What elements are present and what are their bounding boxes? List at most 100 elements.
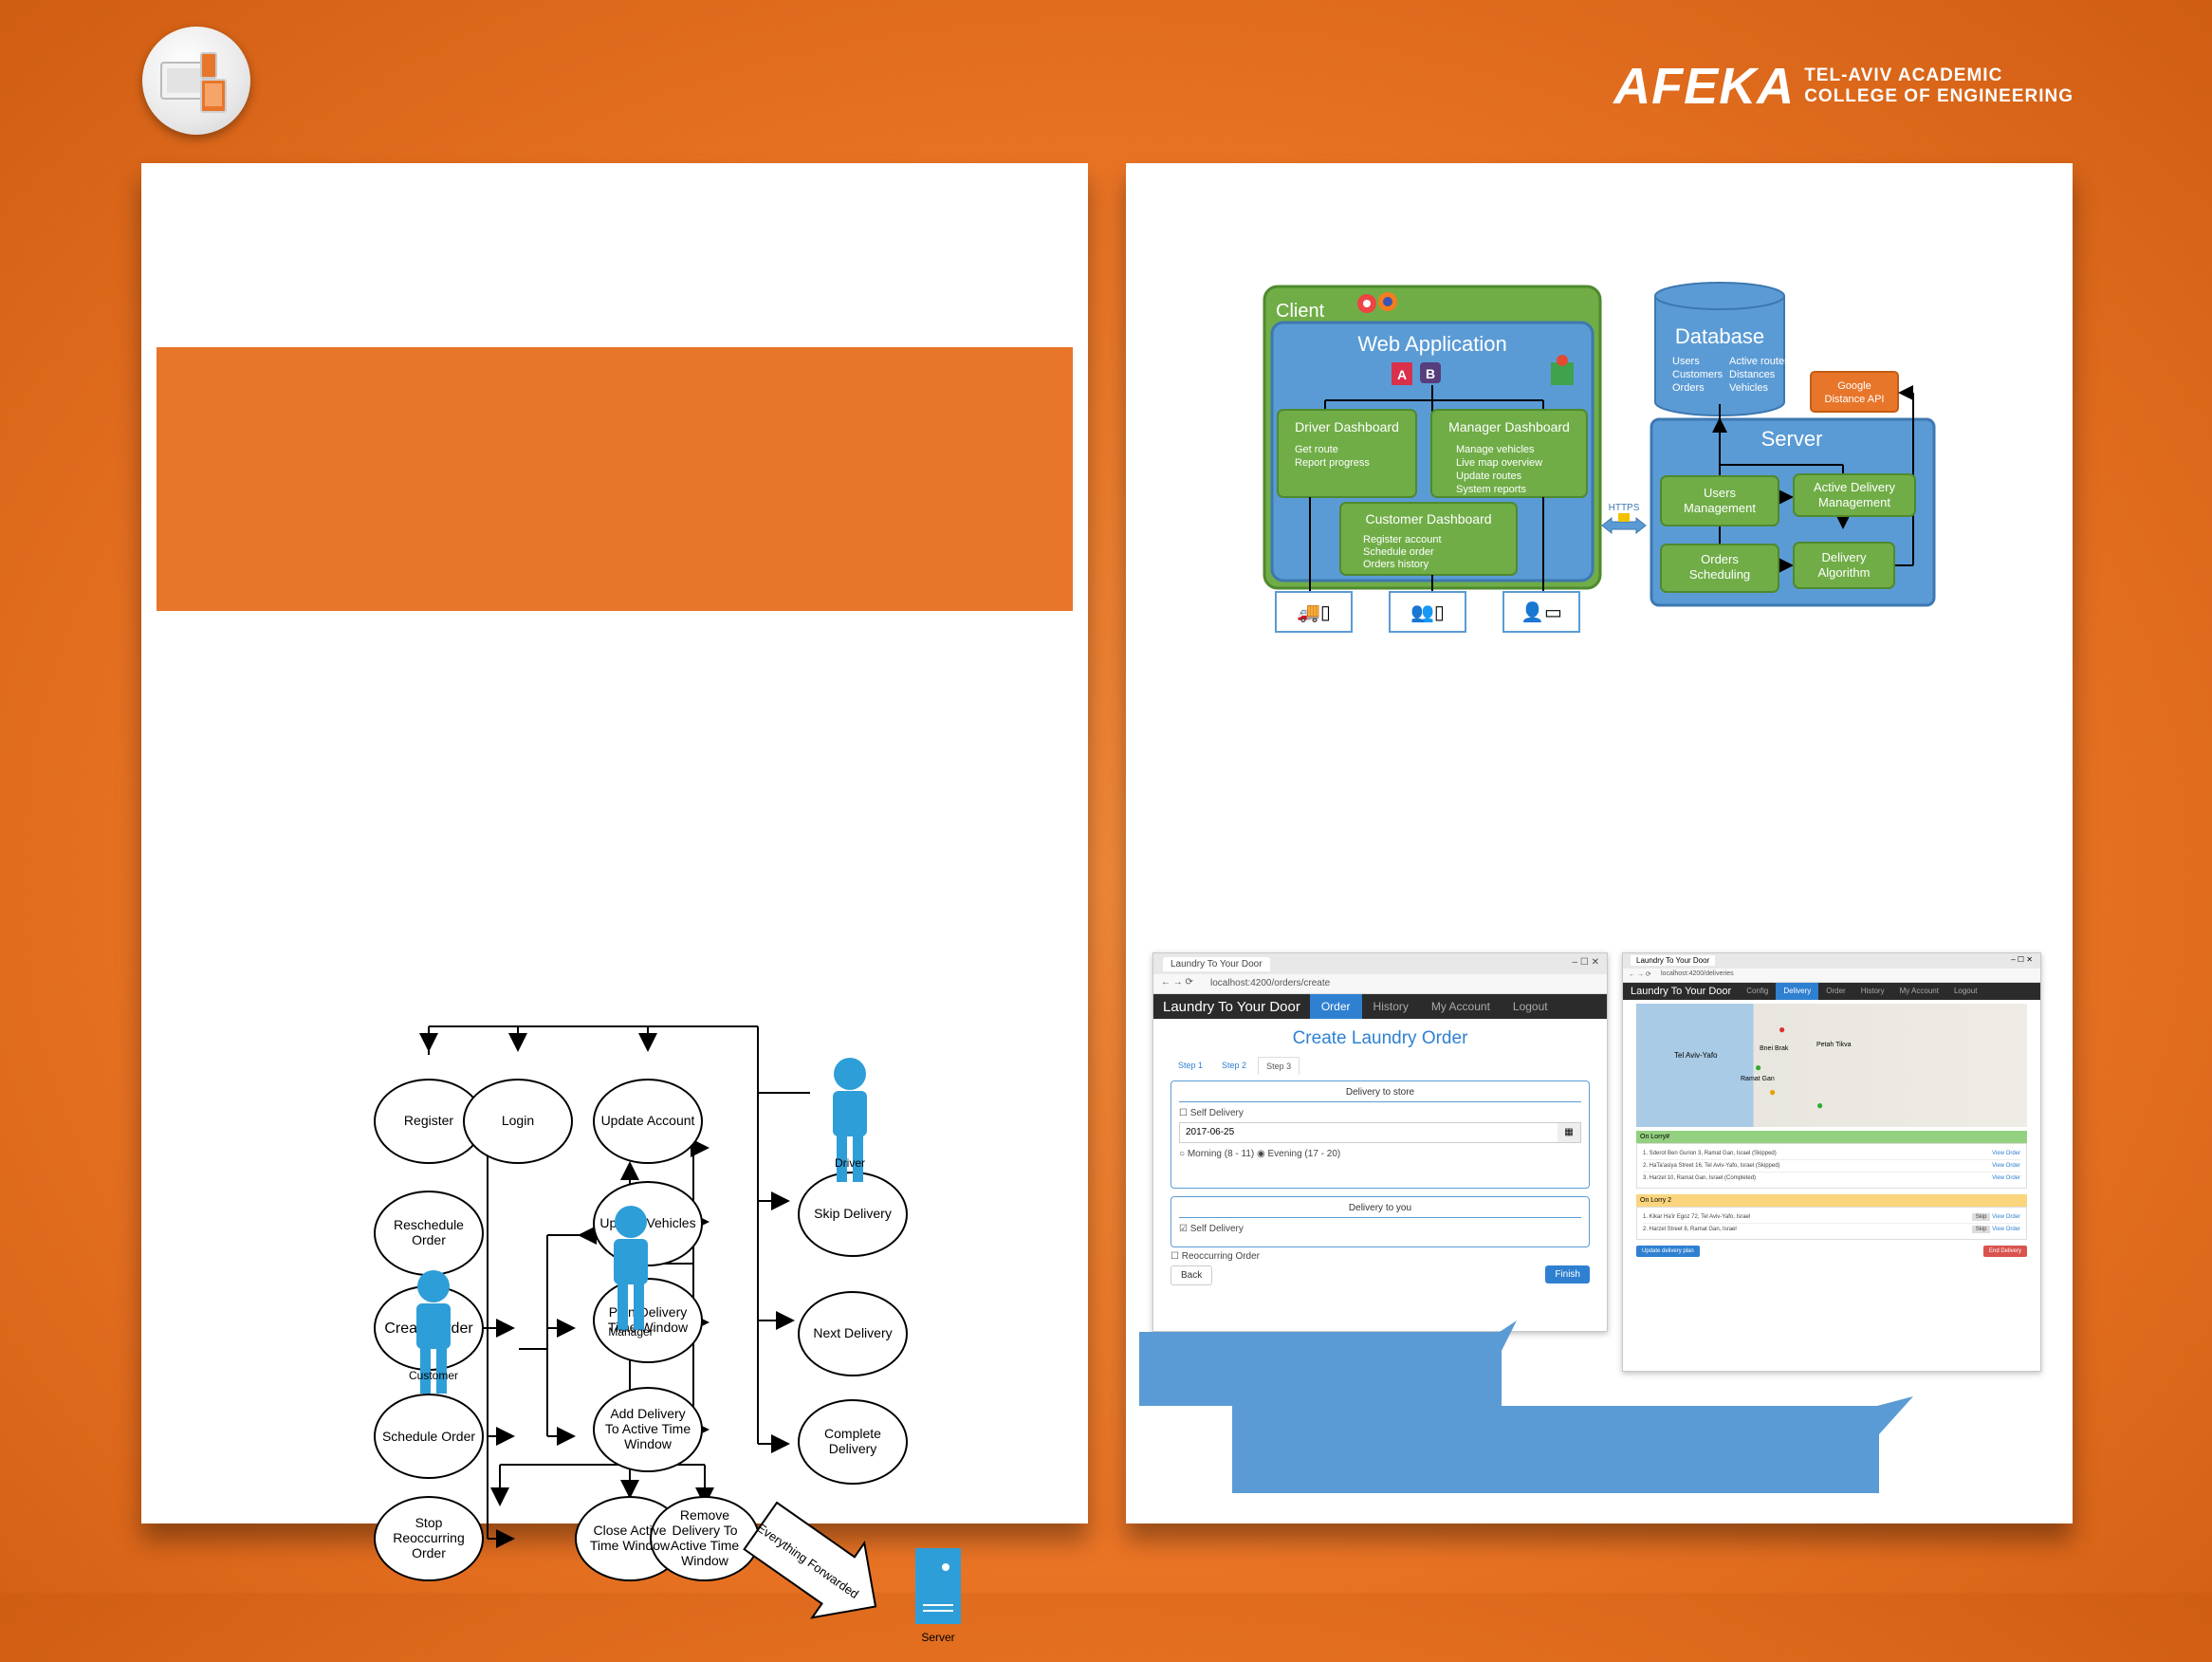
update-plan-button[interactable]: Update delivery plan xyxy=(1636,1246,1700,1257)
uc-update-account-label: Update Account xyxy=(601,1113,695,1128)
uc-add-l2: To Active Time xyxy=(605,1421,691,1436)
nav-arrows-icon[interactable]: ← → ⟳ xyxy=(1629,971,1651,978)
nav-logout[interactable]: Logout xyxy=(1512,1000,1548,1013)
nav-order[interactable]: Order xyxy=(1309,994,1362,1019)
nav-history[interactable]: History xyxy=(1373,1000,1409,1013)
title-block xyxy=(157,347,1073,611)
delivery-alg-l2: Algorithm xyxy=(1818,565,1871,580)
uc-remove-l1: Remove xyxy=(680,1507,729,1523)
nav-logout[interactable]: Logout xyxy=(1953,987,1978,995)
map-pin-icon[interactable]: ● xyxy=(1816,1099,1824,1112)
self-delivery-checkbox[interactable]: ☐ xyxy=(1179,1108,1188,1118)
map-label: Tel Aviv-Yafo xyxy=(1674,1051,1718,1060)
nav-my-account[interactable]: My Account xyxy=(1430,1000,1490,1013)
right-panel: Client Web Application A B Driver Dashbo… xyxy=(1126,163,2073,1524)
server-label: Server xyxy=(921,1631,954,1644)
reoccurring-checkbox[interactable]: ☐ xyxy=(1171,1251,1179,1262)
back-button[interactable]: Back xyxy=(1171,1265,1213,1285)
lorry2-list: 1. Kikar Ha'ir Egoz 72, Tel Aviv-Yafo, I… xyxy=(1636,1207,2027,1240)
manager-dashboard xyxy=(1430,409,1588,498)
step-3-tab[interactable]: Step 3 xyxy=(1258,1057,1300,1075)
calendar-icon[interactable]: ▦ xyxy=(1558,1123,1580,1142)
view-order-link[interactable]: View Order xyxy=(1992,1175,2020,1181)
view-order-link[interactable]: View Order xyxy=(1992,1163,2020,1169)
nav-arrows-icon[interactable]: ← → ⟳ xyxy=(1161,977,1193,988)
step-1-tab[interactable]: Step 1 xyxy=(1178,1061,1204,1070)
customer-dash-item: Orders history xyxy=(1363,559,1429,570)
finish-button[interactable]: Finish xyxy=(1545,1265,1590,1283)
view-order-link[interactable]: View Order xyxy=(1992,1151,2020,1156)
uc-stop-l3: Order xyxy=(412,1545,446,1560)
map-pin-icon[interactable]: ● xyxy=(1769,1085,1777,1099)
lorry2-header: On Lorry 2 xyxy=(1636,1194,2027,1207)
url-field[interactable]: localhost:4200/orders/create xyxy=(1210,978,1331,988)
uc-next-delivery-label: Next Delivery xyxy=(813,1325,892,1340)
end-delivery-button[interactable]: End Delivery xyxy=(1982,1246,2027,1257)
server-label: Server xyxy=(1761,427,1823,451)
truck-icon: 🚚▯ xyxy=(1297,602,1331,623)
google-api-l2: Distance API xyxy=(1825,394,1885,405)
time-options: Morning (8 - 11) ◉ Evening (17 - 20) xyxy=(1187,1149,1341,1159)
browser-tab[interactable]: Laundry To Your Door xyxy=(1631,955,1716,966)
orders-scheduling xyxy=(1660,544,1779,593)
view-order-link[interactable]: View Order xyxy=(1992,1214,2020,1220)
date-input[interactable]: 2017-06-25 ▦ xyxy=(1179,1122,1581,1143)
server-icon xyxy=(915,1548,961,1624)
db-field: Vehicles xyxy=(1729,382,1768,394)
orders-sched-l1: Orders xyxy=(1701,552,1739,566)
uc-plan-l1: Plan Delivery xyxy=(609,1304,687,1320)
nav-history[interactable]: History xyxy=(1860,987,1885,995)
nav-my-account[interactable]: My Account xyxy=(1899,987,1939,995)
nav-config[interactable]: Config xyxy=(1746,987,1769,995)
customer-actor-icon xyxy=(416,1270,451,1394)
svg-text:A: A xyxy=(1397,367,1407,382)
uc-login-label: Login xyxy=(502,1113,534,1128)
uc-update-vehicles-label: Update Vehicles xyxy=(599,1215,695,1230)
skip-button[interactable]: Skip xyxy=(1971,1226,1991,1233)
delivery-alg-l1: Delivery xyxy=(1822,550,1867,564)
orders-sched-l2: Scheduling xyxy=(1689,567,1750,582)
uc-add-l3: Window xyxy=(624,1436,673,1451)
db-field: Users xyxy=(1672,356,1700,367)
nav-delivery[interactable]: Delivery xyxy=(1776,983,1819,1000)
customer-dash-item: Register account xyxy=(1363,534,1442,545)
app-navbar: Laundry To Your Door Config Delivery Ord… xyxy=(1623,983,2040,1000)
uc-complete-l1: Complete xyxy=(824,1426,881,1441)
callout-bubble-2 xyxy=(1232,1396,1913,1493)
you-section: Delivery to you ☑ Self Delivery xyxy=(1171,1196,1590,1247)
browser-tab[interactable]: Laundry To Your Door xyxy=(1163,957,1270,971)
db-field: Customers xyxy=(1672,369,1724,380)
customer-dash-title: Customer Dashboard xyxy=(1365,511,1491,526)
map-pin-icon[interactable]: ● xyxy=(1779,1023,1786,1036)
users-mgmt-l2: Management xyxy=(1684,501,1756,515)
time-radio[interactable]: ○ xyxy=(1179,1149,1186,1159)
window-controls-icon[interactable]: ‒ ☐ ✕ xyxy=(2011,955,2033,964)
delivery-algorithm xyxy=(1793,542,1895,589)
list-item: 1. Kikar Ha'ir Egoz 72, Tel Aviv-Yafo, I… xyxy=(1643,1214,1751,1220)
skip-button[interactable]: Skip xyxy=(1971,1213,1991,1221)
uc-remove-l4: Window xyxy=(681,1553,729,1568)
google-api-l1: Google xyxy=(1837,380,1871,392)
list-item: 3. Harzel 10, Ramat Gan, Israel (Complet… xyxy=(1643,1175,1757,1181)
self-delivery-label: Self Delivery xyxy=(1189,1108,1244,1118)
https-label: HTTPS xyxy=(1609,503,1640,513)
uc-add-delivery xyxy=(593,1387,703,1472)
uc-schedule-order xyxy=(374,1394,484,1479)
users-mgmt-l1: Users xyxy=(1704,486,1736,500)
self-delivery-checked-checkbox[interactable]: ☑ xyxy=(1179,1224,1188,1234)
users-icon: 👥▯ xyxy=(1410,602,1445,623)
nav-order[interactable]: Order xyxy=(1826,987,1846,995)
brand-mark: AFEKA xyxy=(1613,58,1796,115)
web-app-label: Web Application xyxy=(1357,332,1506,356)
database-label: Database xyxy=(1675,324,1764,348)
uc-stop-l1: Stop xyxy=(415,1515,443,1530)
delivery-map[interactable]: Tel Aviv-Yafo Petah Tikva Bnei Brak Rama… xyxy=(1636,1004,2027,1127)
map-pin-icon[interactable]: ● xyxy=(1755,1061,1762,1074)
customer-devices xyxy=(1389,591,1466,633)
step-2-tab[interactable]: Step 2 xyxy=(1222,1061,1247,1070)
window-controls-icon[interactable]: ‒ ☐ ✕ xyxy=(1572,957,1599,968)
you-section-title: Delivery to you xyxy=(1179,1203,1581,1218)
view-order-link[interactable]: View Order xyxy=(1992,1227,2020,1232)
url-field[interactable]: localhost:4200/deliveries xyxy=(1661,970,1734,977)
customer-label: Customer xyxy=(409,1369,458,1382)
